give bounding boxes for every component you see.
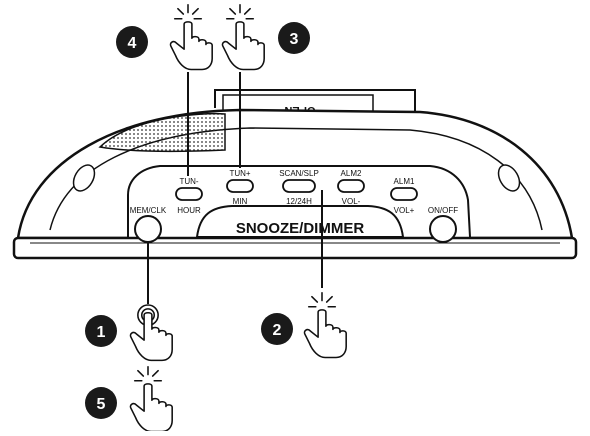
- step-badge-5: 5: [85, 387, 117, 419]
- min-label: MIN: [233, 197, 248, 206]
- tun-plus-min-button[interactable]: TUN+ MIN: [226, 169, 254, 206]
- tun-plus-label: TUN+: [229, 169, 250, 178]
- 12-24h-label: 12/24H: [286, 197, 312, 206]
- step-badge-4: 4: [116, 26, 148, 58]
- mem-clk-label: MEM/CLK: [130, 206, 167, 215]
- clock-radio-device: OPEN SNOOZE/DIMMER TUN- HOUR TUN+: [12, 89, 578, 260]
- tun-minus-hour-button[interactable]: TUN- HOUR: [175, 177, 203, 215]
- scan-slp-label: SCAN/SLP: [279, 169, 319, 178]
- on-off-key[interactable]: [429, 215, 457, 243]
- step-number-1: 1: [97, 324, 106, 341]
- on-off-label: ON/OFF: [428, 206, 458, 215]
- hand-pointer-icon: [221, 3, 265, 71]
- leader-lines: [147, 72, 323, 304]
- step-badge-3: 3: [278, 22, 310, 54]
- step-badge-2: 2: [261, 313, 293, 345]
- snooze-dimmer-bar[interactable]: [195, 205, 405, 238]
- step-number-2: 2: [273, 322, 282, 339]
- tun-plus-key[interactable]: [226, 179, 254, 193]
- tun-minus-key[interactable]: [175, 187, 203, 201]
- mem-clk-key[interactable]: [134, 215, 162, 243]
- step-number-4: 4: [128, 35, 137, 52]
- hand-pointer-icon: [303, 291, 347, 359]
- on-off-button[interactable]: ON/OFF: [428, 206, 458, 243]
- hand-pointer-icon: [169, 3, 213, 71]
- alm1-label: ALM1: [394, 177, 415, 186]
- step-badge-1: 1: [85, 315, 117, 347]
- scan-slp-key[interactable]: [282, 179, 316, 193]
- device-base: [12, 236, 578, 260]
- hand-press-hold-icon: [129, 304, 173, 362]
- alm1-key[interactable]: [390, 187, 418, 201]
- tun-minus-label: TUN-: [179, 177, 198, 186]
- hour-label: HOUR: [177, 206, 201, 215]
- alm2-key[interactable]: [337, 179, 365, 193]
- snooze-dimmer-label: SNOOZE/DIMMER: [236, 220, 365, 237]
- alm1-vol-plus-button[interactable]: ALM1 VOL+: [390, 177, 418, 215]
- vol-minus-label: VOL-: [342, 197, 361, 206]
- scan-slp-button[interactable]: SCAN/SLP 12/24H: [279, 169, 319, 206]
- vol-plus-label: VOL+: [394, 206, 415, 215]
- step-number-3: 3: [290, 31, 299, 48]
- alm2-vol-minus-button[interactable]: ALM2 VOL-: [337, 169, 365, 206]
- step-number-5: 5: [97, 396, 106, 413]
- hand-pointer-icon: [129, 365, 173, 433]
- speaker-grille: [98, 112, 226, 152]
- alm2-label: ALM2: [341, 169, 362, 178]
